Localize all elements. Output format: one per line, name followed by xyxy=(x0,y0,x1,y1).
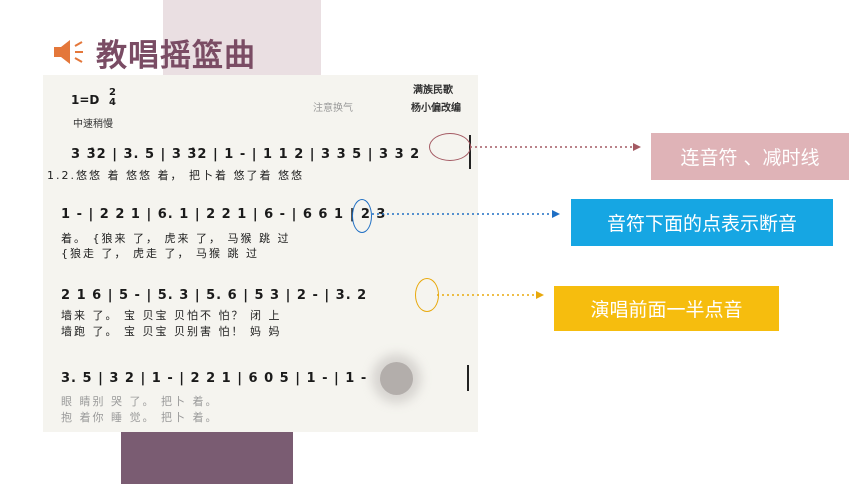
origin-text: 满族民歌 xyxy=(413,85,453,96)
score-row-3-notes: 2 1 6 | 5 - | 5. 3 | 5. 6 | 5 3 | 2 - | … xyxy=(61,288,368,303)
play-button[interactable] xyxy=(380,362,413,395)
score-row-3-lyric-1: 墙来 了。 宝 贝宝 贝怕不 怕？ 闭 上 xyxy=(61,309,282,322)
score-row-1-notes: 3 3̇2 | 3. 5 | 3 3̇2 | 1 - | 1 1 2 | 3 3… xyxy=(71,147,421,162)
bar-line xyxy=(469,135,471,169)
time-bottom: 4 xyxy=(109,97,116,108)
score-row-4-lyric-2: 抱 着你 睡 觉。 把卜 着。 xyxy=(61,411,219,424)
final-bar-line xyxy=(467,365,469,391)
speaker-icon[interactable] xyxy=(52,37,86,67)
page-title: 教唱摇篮曲 xyxy=(96,37,256,74)
callout-tie: 连音符 、减时线 xyxy=(651,133,849,180)
time-top: 2 xyxy=(109,87,116,98)
hint-text: 注意换气 xyxy=(313,103,353,114)
highlight-circle-staccato xyxy=(352,199,372,233)
callout-staccato: 音符下面的点表示断音 xyxy=(571,199,833,246)
score-row-2-lyric-1: 着。 {狼来 了， 虎来 了， 马猴 跳 过 xyxy=(61,232,291,245)
decor-block-top xyxy=(163,0,321,76)
decor-block-bottom xyxy=(121,432,293,484)
score-row-3-lyric-2: 墙跑 了。 宝 贝宝 贝别害 怕！ 妈 妈 xyxy=(61,325,282,338)
score-row-4-notes: 3. 5 | 3 2 | 1 - | 2 2 1 | 6 0 5 | 1 - |… xyxy=(61,371,368,386)
title-area: 教唱摇篮曲 xyxy=(52,30,256,74)
score-row-2-lyric-2: {狼走 了， 虎走 了， 马猴 跳 过 xyxy=(61,247,259,260)
callout-dotted: 演唱前面一半点音 xyxy=(554,286,779,331)
tempo-mark: 中速稍慢 xyxy=(73,119,113,130)
adapter-text: 杨小偏改编 xyxy=(411,103,461,114)
score-row-1-lyric: 1.2.悠悠 着 悠悠 着， 把卜着 悠了着 悠悠 xyxy=(47,169,304,182)
key-signature: 1=D xyxy=(71,93,100,107)
score-row-2-notes: 1 - | 2 2 1 | 6. 1 | 2 2 1 | 6 - | 6 6 1… xyxy=(61,207,387,222)
music-score: 1=D 2 4 中速稍慢 注意换气 满族民歌 杨小偏改编 3 3̇2 | 3. … xyxy=(43,75,478,432)
score-row-4-lyric-1: 眼 睛别 哭 了。 把卜 着。 xyxy=(61,395,219,408)
